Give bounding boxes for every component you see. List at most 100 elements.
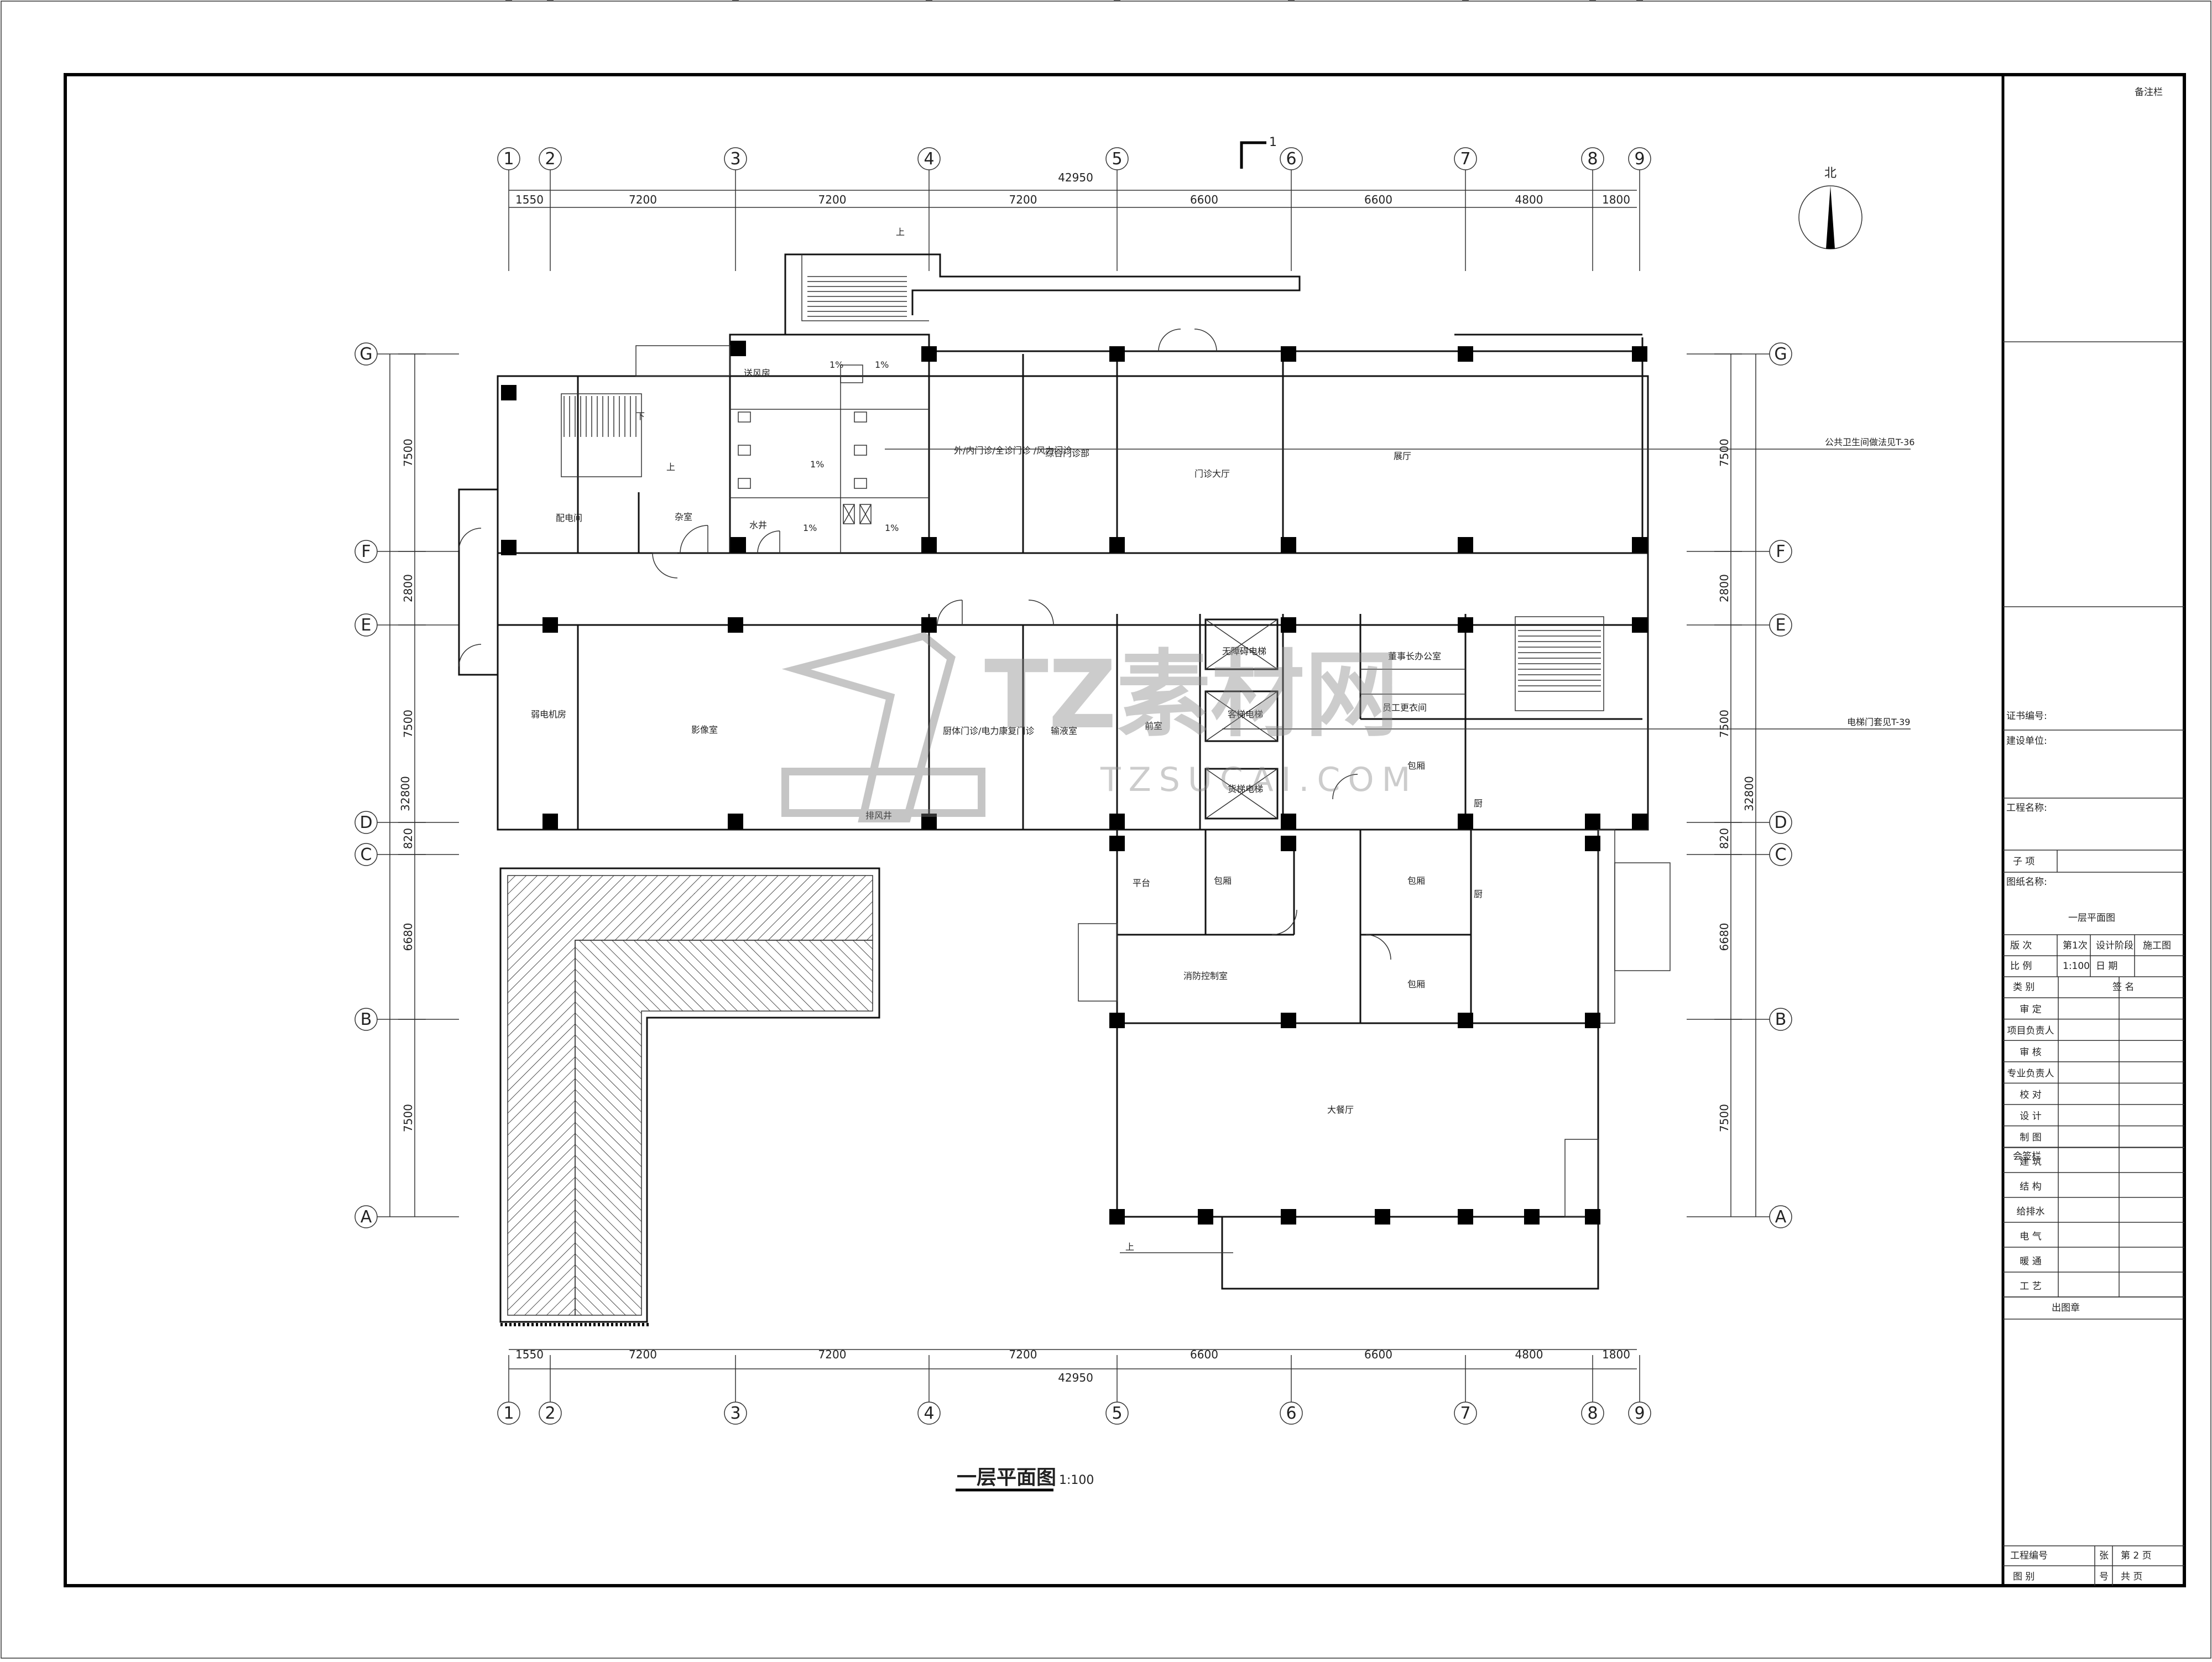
column (1458, 346, 1473, 362)
stair-up-left: 上 (666, 462, 675, 472)
span-dim: 6600 (1364, 1348, 1392, 1361)
column (501, 540, 517, 555)
column (731, 341, 746, 356)
span-dim: 820 (1718, 828, 1731, 849)
column (1109, 836, 1125, 851)
span-dim: 7500 (401, 710, 415, 738)
span-dim: 2800 (401, 574, 415, 602)
span-dim: 7500 (1718, 439, 1731, 467)
tb-scale-label: 比 例 (2010, 961, 2032, 972)
tb-stage-label: 设计阶段 (2096, 940, 2133, 951)
room-internal-clinic: 外/内门诊/全诊门诊 /风力门诊 (954, 445, 1072, 456)
column (1524, 1209, 1540, 1225)
column (1281, 836, 1296, 851)
column (1458, 1013, 1473, 1028)
room-package-4: 包厢 (1407, 979, 1425, 989)
ramp-pct-2: 1% (875, 360, 889, 370)
room-package-1: 包厢 (1407, 760, 1425, 771)
column (542, 617, 558, 633)
room-fire: 消防控制室 (1183, 971, 1228, 981)
tb-scale: 1:100 (2063, 961, 2090, 972)
drawing-title: 一层平面图 1:100 (956, 1466, 1094, 1492)
column (1281, 1209, 1296, 1225)
stair-down-left: 下 (636, 411, 645, 421)
axis-label-col-8: 8 (1587, 149, 1598, 169)
building-walls (458, 253, 1671, 1290)
tb-sheet-no: 图 别 (2013, 1571, 2034, 1582)
room-labels: 送风房 配电间 杂室 水井 外/内门诊/全诊门诊 /风力门诊 综合门诊部 门诊大… (531, 227, 1483, 1253)
tb-version-label: 版 次 (2010, 940, 2032, 951)
stair-up-top: 上 (896, 227, 905, 237)
tb-role: 审 定 (2020, 1004, 2041, 1015)
column (1458, 1209, 1473, 1225)
axis-label-col-7: 7 (1460, 149, 1470, 169)
axis-label-row-D: D (1774, 813, 1787, 832)
tb-role: 校 对 (2020, 1090, 2041, 1101)
axis-label-col-2: 2 (545, 149, 555, 169)
room-front: 前室 (1145, 721, 1162, 731)
axis-label-row-G: G (1774, 345, 1787, 364)
span-dim: 7500 (1718, 710, 1731, 738)
column (1585, 836, 1600, 851)
column (1109, 1209, 1125, 1225)
span-dim: 7200 (1009, 1348, 1037, 1361)
span-dim: 6680 (401, 923, 415, 951)
total-depth-right: 32800 (1743, 776, 1756, 811)
elevator-ref-note: 电梯门套见T-39 (1847, 717, 1910, 727)
north-arrow: 北 (1798, 166, 1863, 249)
room-water: 水井 (749, 520, 767, 530)
span-dim: 2800 (1718, 574, 1731, 602)
span-dim: 7200 (629, 193, 657, 206)
room-package-2: 包厢 (1214, 876, 1232, 886)
tb-countersign: 会签栏 (2013, 1151, 2041, 1162)
tb-sign-label: 签 名 (2112, 982, 2134, 993)
axis-label-row-E: E (361, 616, 372, 635)
watermark-url: TZSUCAI.COM (1100, 760, 1418, 799)
axis-label-row-D: D (359, 813, 372, 832)
axis-label-row-F: F (1776, 542, 1785, 561)
tb-version: 第1次 (2063, 940, 2088, 951)
axis-label-row-A: A (1775, 1207, 1787, 1227)
column (728, 617, 743, 633)
tb-subitem: 子 项 (2013, 856, 2034, 867)
room-elevator-1: 无障碍电梯 (1222, 646, 1266, 657)
tb-no-label: 号 (2099, 1571, 2109, 1582)
drawing-scale-text: 1:100 (1059, 1473, 1094, 1487)
column (921, 537, 937, 553)
axis-label-col-7: 7 (1460, 1404, 1470, 1423)
tb-role-label: 类 别 (2013, 982, 2034, 993)
axis-label-col-4: 4 (924, 1404, 934, 1423)
tb-project: 工程名称: (2006, 803, 2047, 814)
stair-left (561, 393, 642, 477)
column (1109, 537, 1125, 553)
tb-discipline: 给排水 (2017, 1206, 2045, 1217)
column (1281, 537, 1296, 553)
total-width-top: 42950 (1058, 171, 1093, 184)
room-package-3: 包厢 (1407, 876, 1425, 886)
column (1375, 1209, 1390, 1225)
tb-role: 项目负责人 (2007, 1025, 2054, 1036)
room-hall: 展厅 (1394, 451, 1411, 461)
span-dim: 4800 (1515, 1348, 1543, 1361)
room-chairman: 董事长办公室 (1388, 651, 1441, 661)
tb-client: 建设单位: (2006, 736, 2047, 747)
column (1281, 814, 1296, 829)
room-general-clinic: 综合门诊部 (1045, 448, 1089, 459)
watermark: TZ素材网 TZSUCAI.COM (781, 632, 1418, 822)
axis-label-col-6: 6 (1286, 149, 1296, 169)
span-dim: 1550 (515, 193, 544, 206)
stair-top (807, 276, 907, 317)
axis-label-col-3: 3 (730, 1404, 740, 1423)
tb-role: 设 计 (2020, 1111, 2041, 1122)
axis-label-col-9: 9 (1634, 1404, 1645, 1423)
column (921, 814, 937, 829)
column (1458, 617, 1473, 633)
column (1281, 1013, 1296, 1028)
column (731, 537, 746, 553)
tb-sheet-label: 张 (2099, 1550, 2109, 1561)
span-dim: 7200 (818, 193, 847, 206)
tb-page: 第 2 页 (2121, 1550, 2152, 1561)
reference-notes: 公共卫生间做法见T-36 电梯门套见T-39 (885, 437, 1914, 730)
